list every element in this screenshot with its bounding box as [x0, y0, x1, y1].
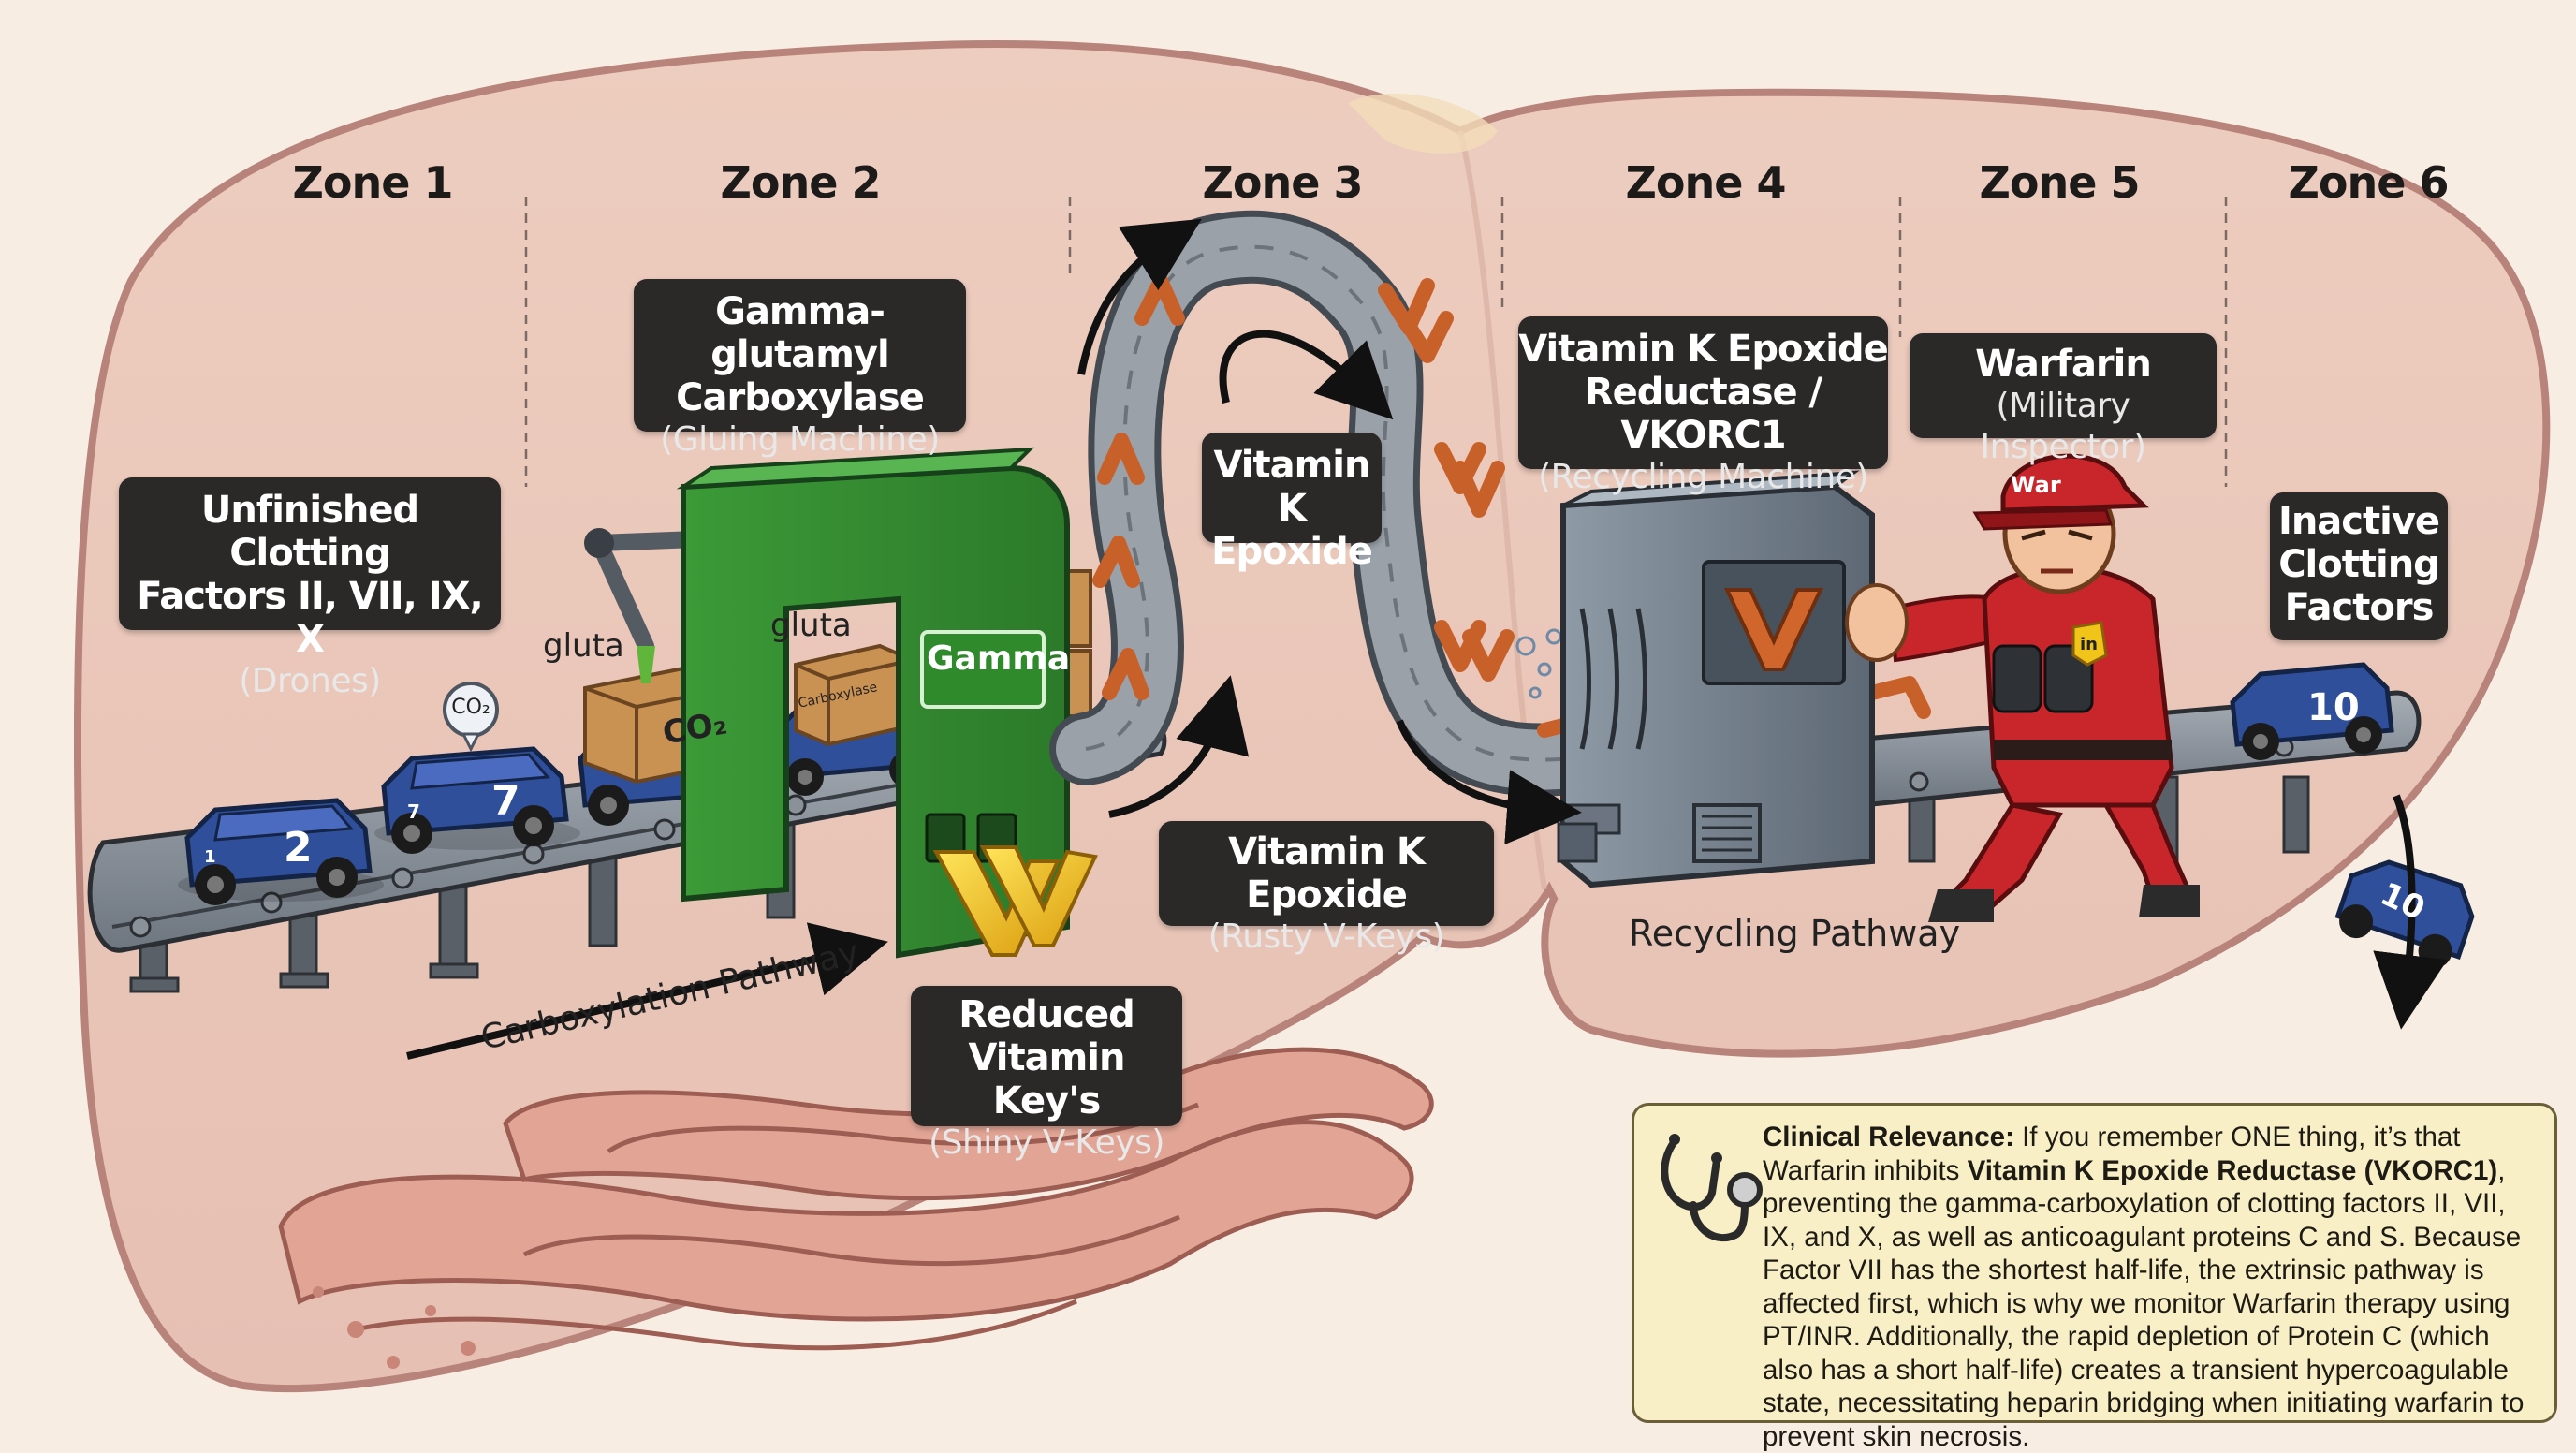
drone-7-number: 7 [491, 777, 520, 825]
reduced-keys-label: Reduced Vitamin Key's (Shiny V-Keys) [911, 986, 1182, 1162]
zone-dividers [524, 197, 2228, 487]
gluta-label-right: gluta [770, 607, 852, 644]
recycling-pathway-label: Recycling Pathway [1629, 913, 1961, 954]
gluing-machine [676, 447, 1070, 959]
zone-3-title: Zone 3 [1202, 157, 1364, 208]
inspector-badge-text: in [2080, 635, 2098, 654]
flow-arrows [406, 218, 2448, 1060]
organelle-dots [313, 1286, 476, 1369]
drone-2-small-number: 1 [204, 847, 216, 867]
unfinished-factors-label: Unfinished Clotting Factors II, VII, IX,… [119, 477, 501, 700]
clinical-intro: If you remember ONE thing, it’s that War… [1763, 1122, 2461, 1186]
drone-10-conveyor [2230, 662, 2394, 760]
zone-5-title: Zone 5 [1979, 157, 2141, 208]
inactive-factors-label: Inactive Clotting Factors [2270, 492, 2448, 640]
co2-bubble-text: CO₂ [451, 696, 490, 719]
zone-2-title: Zone 2 [720, 157, 882, 208]
clinical-enzyme: Vitamin K Epoxide Reductase (VKORC1) [1967, 1154, 2498, 1186]
rusty-keys-label: Vitamin K Epoxide (Rusty V-Keys) [1159, 821, 1494, 956]
co2-bubble-icon [443, 682, 499, 753]
drone-2-number: 2 [284, 824, 313, 872]
drone-10-number: 10 [2307, 686, 2360, 729]
drone-7 [374, 746, 580, 854]
gold-v-keys [932, 845, 1098, 957]
carboxylase-label: Gamma-glutamyl Carboxylase (Gluing Machi… [634, 279, 966, 459]
clinical-body: , preventing the gamma-carboxylation of … [1763, 1154, 2525, 1452]
drone-2 [178, 798, 384, 905]
stethoscope-icon [1661, 1134, 1763, 1242]
recycling-machine [1557, 470, 1875, 888]
glue-nozzle-1 [637, 646, 655, 683]
gluta-label-left: gluta [543, 627, 624, 665]
rusty-v-keys [1092, 273, 1931, 752]
zone-6-title: Zone 6 [2288, 157, 2450, 208]
warfarin-inspector [1845, 453, 2200, 922]
clinical-relevance-box: Clinical Relevance: If you remember ONE … [1632, 1103, 2557, 1452]
vkorc1-label: Vitamin K Epoxide Reductase / VKORC1 (Re… [1518, 316, 1889, 496]
winding-conveyor [1049, 210, 1684, 797]
vitamin-k-epoxide-label: Vitamin K Epoxide [1202, 433, 1382, 573]
clinical-heading: Clinical Relevance: [1763, 1122, 2014, 1152]
drone-7-small-number: 7 [407, 800, 420, 823]
zone-1-title: Zone 1 [292, 157, 454, 208]
machine-sign: Gamma [927, 639, 1071, 678]
cardboard-box-carboxylase [794, 643, 915, 747]
zone-4-title: Zone 4 [1625, 157, 1787, 208]
inspector-cap-text: War [2011, 472, 2061, 498]
gallbladder-hint [1348, 94, 1498, 154]
clinical-relevance-text: Clinical Relevance: If you remember ONE … [1763, 1121, 2541, 1453]
warfarin-label: Warfarin (Military Inspector) [1910, 333, 2217, 466]
